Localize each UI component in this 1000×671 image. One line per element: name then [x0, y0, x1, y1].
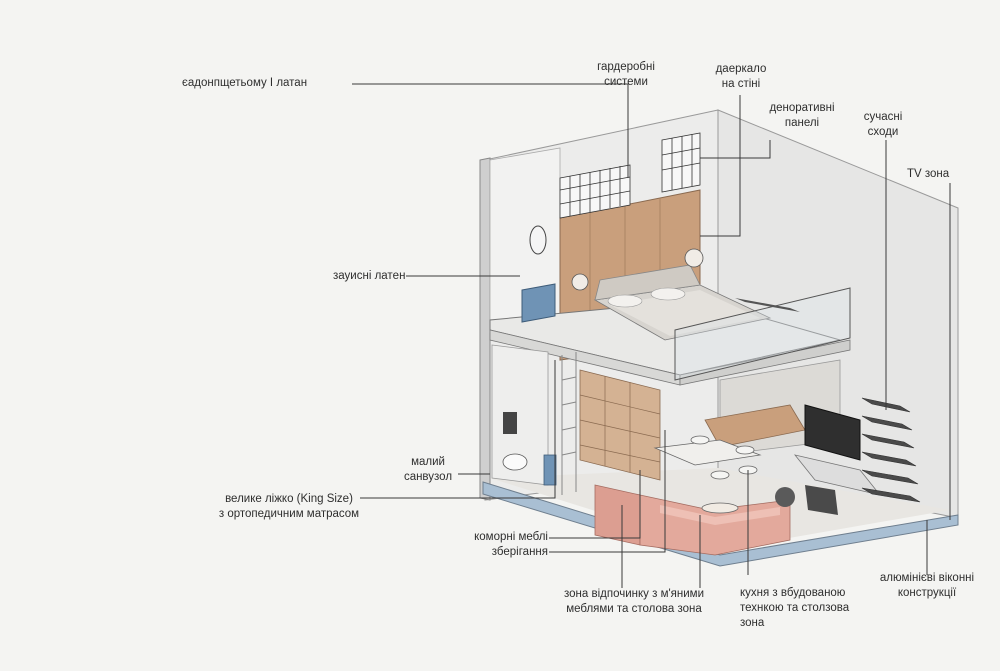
label-decor-line2: панелі [784, 117, 820, 129]
bed [593, 264, 772, 341]
glass-block-window [559, 132, 701, 219]
blue-cabinet [521, 283, 556, 323]
wood-shelving [579, 369, 661, 481]
label-bed-line1: велике ліжко (King Size) [225, 493, 353, 505]
label-wardrobe: гардеробні системи [590, 60, 662, 90]
label-bed: велике ліжко (King Size) з ортопедичним … [218, 492, 360, 522]
label-storage-line2: зберігання [491, 546, 548, 558]
coffee-table [701, 502, 739, 514]
label-wardrobe-line2: системи [604, 76, 648, 88]
floor-slab [482, 481, 959, 567]
label-small-bathroom-line1: малий [411, 456, 445, 468]
label-mirror-line1: даеркало [715, 63, 767, 75]
stairs [861, 397, 921, 503]
label-stairs-line2: сходи [867, 126, 899, 138]
label-tv-zone: TV зона [907, 168, 950, 180]
label-lounge-line1: зона відпочинку з м'яними [564, 588, 704, 600]
label-kitchen: кухня з вбудованою технкою та столзова з… [740, 586, 849, 631]
label-lounge: зона відпочинку з м'яними меблями та сто… [562, 587, 706, 617]
ladder [561, 352, 577, 495]
label-kitchen-line2: технкою та столзова [740, 602, 850, 614]
label-bed-line2: з ортопедичним матрасом [218, 508, 360, 520]
label-mid-left: зауиснi латeн [333, 270, 406, 282]
toilet [502, 453, 528, 471]
label-stairs-line1: сучасні [863, 111, 903, 123]
toilet-panel [503, 412, 517, 434]
leader-lines [352, 83, 951, 588]
glass-railing [674, 287, 851, 381]
label-small-bathroom: малий санвузол [398, 455, 458, 485]
label-kitchen-line3: зона [740, 617, 765, 629]
chair [805, 485, 838, 515]
label-lounge-line2: меблями та столова зона [566, 603, 702, 615]
label-mirror: даеркало на стіні [706, 62, 776, 92]
label-kitchen-line1: кухня з вбудованою [740, 587, 846, 599]
label-small-bathroom-line2: санвузол [403, 471, 453, 483]
tv [804, 404, 861, 461]
label-decor-line1: деноративні [769, 102, 835, 114]
label-top-left: єадонпщетьому І латан [182, 77, 308, 89]
label-decor: деноративні панелі [760, 101, 844, 131]
label-windows-line1: алюмінієві віконні [879, 572, 975, 584]
label-wardrobe-line1: гардеробні [597, 61, 655, 73]
label-mirror-line2: на стіні [721, 78, 761, 90]
label-storage-line1: коморні меблі [474, 531, 548, 543]
label-windows-line2: конструкції [897, 587, 957, 599]
label-stairs: сучасні сходи [848, 110, 918, 140]
pouf [775, 487, 795, 507]
left-outer-wall [479, 157, 491, 501]
mirror [529, 225, 547, 255]
label-storage: коморні меблі зберігання [462, 530, 548, 560]
label-windows: алюмінієві віконні конструкції [872, 571, 982, 601]
